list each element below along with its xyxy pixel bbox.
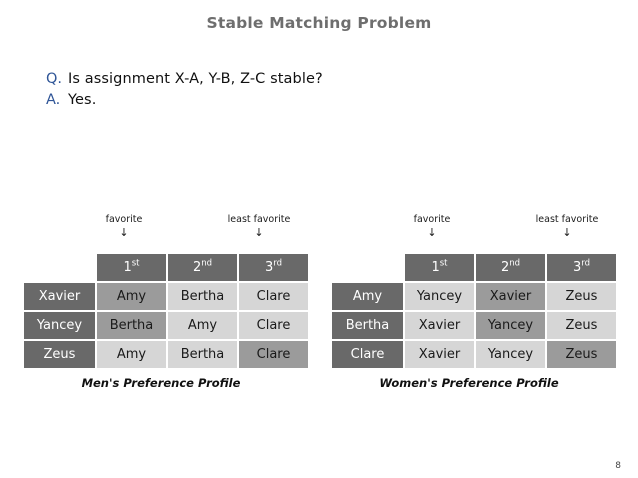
pref-cell: Yancey [476,341,545,368]
table-row: Bertha Xavier Yancey Zeus [332,312,616,339]
question-line: Q. Is assignment X-A, Y-B, Z-C stable? [46,69,466,90]
question-text: Is assignment X-A, Y-B, Z-C stable? [68,71,323,87]
rank-header-2: 2nd [476,254,545,281]
rank-header-2: 2nd [168,254,237,281]
pref-cell: Xavier [405,312,474,339]
row-name: Yancey [24,312,95,339]
pref-cell: Bertha [97,312,166,339]
rank-ordinal: rd [581,258,591,269]
table-header-row: 1st 2nd 3rd [24,254,308,281]
question-answer-block: Q. Is assignment X-A, Y-B, Z-C stable? A… [46,69,466,111]
rank-ordinal: rd [273,258,283,269]
pref-cell: Xavier [405,341,474,368]
row-name: Amy [332,283,403,310]
rank-header-1: 1st [97,254,166,281]
pref-cell: Amy [168,312,237,339]
page-title: Stable Matching Problem [206,14,432,32]
pref-cell: Yancey [405,283,474,310]
pref-cell: Clare [239,312,308,339]
rank-ordinal: st [131,258,140,269]
table-row: Xavier Amy Bertha Clare [24,283,308,310]
rank-ordinal: nd [509,258,521,269]
pref-cell: Zeus [547,341,616,368]
rank-header-1: 1st [405,254,474,281]
pref-cell: Zeus [547,283,616,310]
womens-table-caption: Women's Preference Profile [379,376,559,390]
rank-number: 3 [572,259,582,275]
mens-table-caption: Men's Preference Profile [81,376,241,390]
page-number: 8 [615,461,621,471]
womens-hint-row: favorite ↓ least favorite ↓ [330,214,608,252]
least-favorite-hint: least favorite ↓ [218,214,300,238]
table-header-row: 1st 2nd 3rd [332,254,616,281]
pref-cell: Clare [239,283,308,310]
pref-cell: Clare [239,341,308,368]
least-favorite-hint: least favorite ↓ [526,214,608,238]
pref-cell: Amy [97,283,166,310]
row-name: Clare [332,341,403,368]
rank-number: 1 [431,259,440,275]
favorite-hint-label: favorite [105,214,143,225]
favorite-hint: favorite ↓ [401,214,463,238]
table-row: Zeus Amy Bertha Clare [24,341,308,368]
womens-preference-grid: 1st 2nd 3rd Amy Yancey Xavier Zeus Berth… [330,252,618,370]
pref-cell: Bertha [168,341,237,368]
rank-header-3: 3rd [239,254,308,281]
rank-ordinal: nd [201,258,213,269]
answer-line: A. Yes. [46,90,466,111]
mens-preference-grid: 1st 2nd 3rd Xavier Amy Bertha Clare Yanc… [22,252,310,370]
rank-header-3: 3rd [547,254,616,281]
pref-cell: Bertha [168,283,237,310]
favorite-hint-label: favorite [413,214,451,225]
rank-number: 3 [264,259,274,275]
row-name: Zeus [24,341,95,368]
pref-cell: Xavier [476,283,545,310]
down-arrow-icon: ↓ [119,226,129,239]
table-row: Yancey Bertha Amy Clare [24,312,308,339]
down-arrow-icon: ↓ [254,226,264,239]
mens-preference-table: favorite ↓ least favorite ↓ 1st 2nd 3rd … [22,214,310,390]
womens-preference-table: favorite ↓ least favorite ↓ 1st 2nd 3rd … [330,214,618,390]
corner-spacer [332,254,403,281]
corner-spacer [24,254,95,281]
rank-ordinal: st [439,258,448,269]
pref-cell: Amy [97,341,166,368]
down-arrow-icon: ↓ [562,226,572,239]
down-arrow-icon: ↓ [427,226,437,239]
mens-hint-row: favorite ↓ least favorite ↓ [22,214,300,252]
rank-number: 2 [500,259,510,275]
row-name: Xavier [24,283,95,310]
least-favorite-hint-label: least favorite [535,214,599,225]
rank-number: 1 [123,259,132,275]
row-name: Bertha [332,312,403,339]
answer-tag: A. [46,92,61,108]
pref-cell: Zeus [547,312,616,339]
question-tag: Q. [46,71,63,87]
favorite-hint: favorite ↓ [93,214,155,238]
least-favorite-hint-label: least favorite [227,214,291,225]
table-row: Clare Xavier Yancey Zeus [332,341,616,368]
rank-number: 2 [192,259,202,275]
table-row: Amy Yancey Xavier Zeus [332,283,616,310]
pref-cell: Yancey [476,312,545,339]
answer-text: Yes. [68,92,97,108]
